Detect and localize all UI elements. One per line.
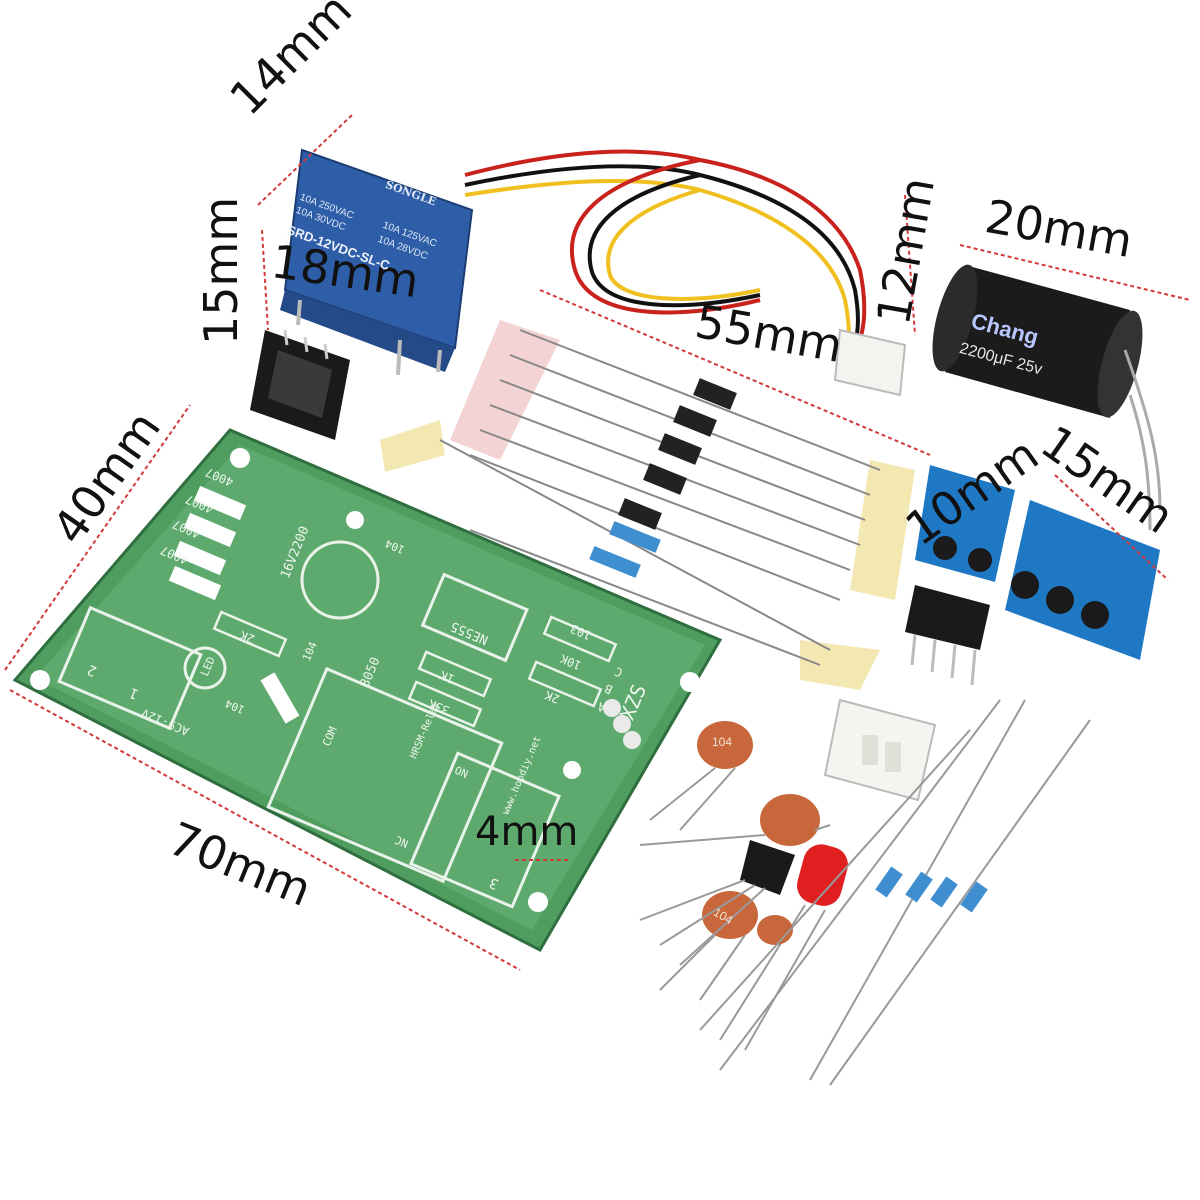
pcb-board bbox=[12, 428, 723, 952]
dimension-lines bbox=[4, 114, 1191, 971]
resistor-bodies bbox=[875, 866, 988, 913]
transistor bbox=[639, 840, 795, 966]
ne555-chip bbox=[905, 585, 990, 686]
ceramic-capacitor-2 bbox=[639, 794, 831, 846]
red-led bbox=[719, 844, 848, 1051]
ic-socket bbox=[250, 329, 350, 440]
axial-components bbox=[380, 320, 915, 690]
terminal-block-small bbox=[915, 465, 1015, 582]
pin-header bbox=[823, 698, 937, 802]
ceramic-capacitor-1 bbox=[649, 721, 753, 831]
wire-connector bbox=[833, 328, 907, 397]
ceramic-capacitor-3 bbox=[659, 891, 758, 1001]
relay bbox=[280, 148, 474, 376]
ceramic-cap-label-1: 104 bbox=[712, 735, 733, 749]
terminal-block-large bbox=[1005, 500, 1160, 660]
dim-relay-height: 15mm bbox=[194, 196, 248, 345]
dim-hole-spacing: 4mm bbox=[475, 809, 579, 855]
electrolytic-capacitor bbox=[932, 264, 1162, 531]
cable-assembly bbox=[464, 149, 867, 359]
red-small-cap bbox=[757, 915, 793, 945]
